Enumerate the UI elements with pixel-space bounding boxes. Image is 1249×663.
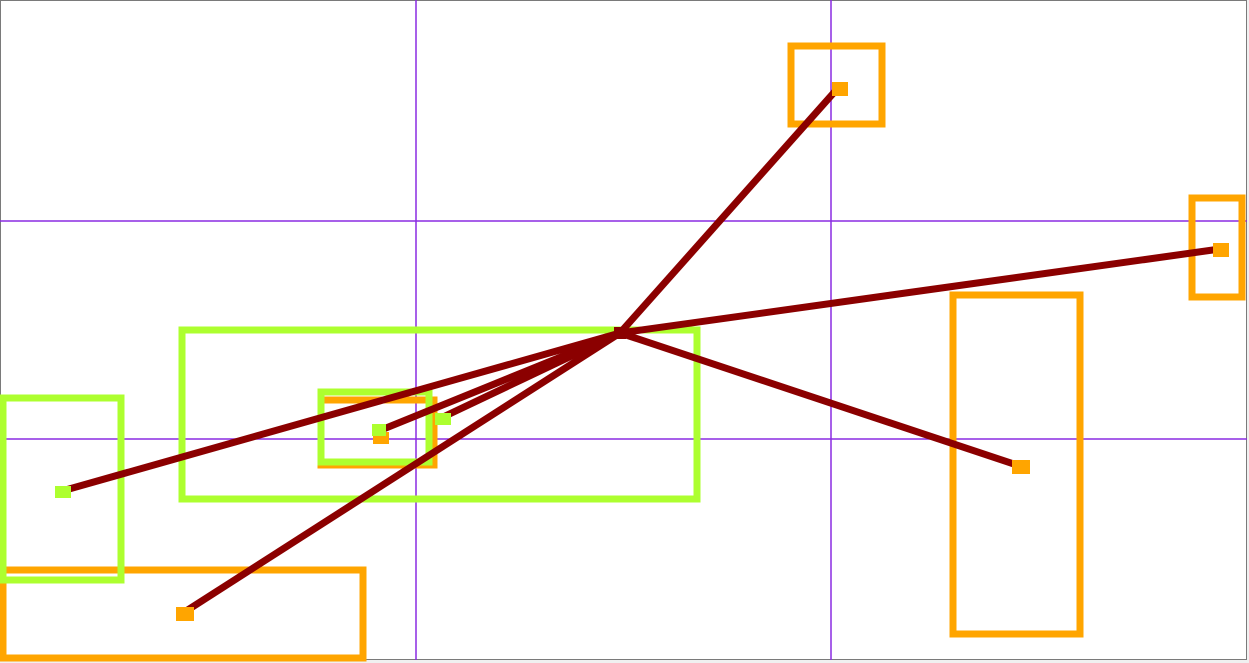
connectors: [61, 85, 1221, 616]
orange-box-tall-right[interactable]: [949, 291, 1084, 638]
green-boxes: [0, 326, 701, 584]
marker-small-center-green[interactable]: [372, 424, 386, 436]
connector-to-left: [61, 329, 621, 495]
marker-top-center[interactable]: [832, 82, 848, 96]
endpoint-markers: [55, 82, 1229, 621]
connector-to-tall-right: [618, 329, 1022, 470]
orange-box-bottom-left[interactable]: [0, 566, 367, 662]
connector-to-bottom-left: [181, 330, 622, 616]
marker-tall-right[interactable]: [1012, 460, 1030, 474]
green-box-left[interactable]: [0, 394, 125, 584]
marker-left-green[interactable]: [55, 486, 71, 498]
green-box-small-center[interactable]: [317, 388, 433, 466]
orange-box-right-edge[interactable]: [1188, 194, 1246, 301]
hub-node[interactable]: [614, 327, 626, 339]
marker-small-center-right-green[interactable]: [435, 413, 451, 425]
orange-box-top-center[interactable]: [787, 42, 886, 128]
connector-to-small-center-right: [439, 329, 622, 422]
green-box-wide-center[interactable]: [178, 326, 701, 503]
connector-to-right-edge: [619, 245, 1221, 337]
connector-to-top-center: [617, 85, 841, 336]
marker-right-edge[interactable]: [1213, 243, 1229, 257]
marker-bottom-left[interactable]: [176, 607, 194, 621]
